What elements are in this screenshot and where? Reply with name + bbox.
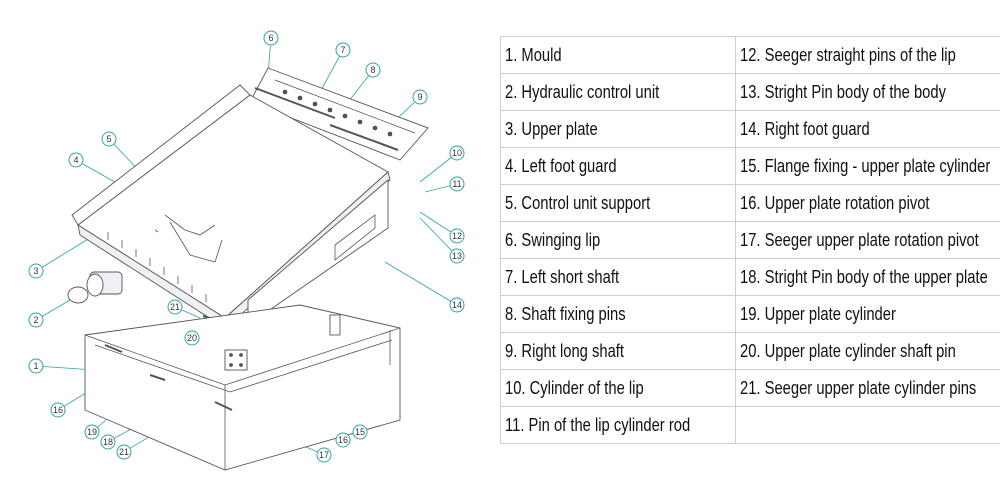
legend-row: 11. Pin of the lip cylinder rod [500,406,1000,444]
legend-row: 5. Control unit support 16. Upper plate … [500,184,1000,222]
svg-text:12: 12 [452,231,462,241]
legend-row: 8. Shaft fixing pins 19. Upper plate cyl… [500,295,1000,333]
callout-11: 11 [449,176,465,192]
callout-6: 6 [263,30,279,46]
svg-text:21: 21 [119,447,129,457]
legend-item: 12. Seeger straight pins of the lip [734,36,1000,74]
legend-row: 6. Swinging lip 17. Seeger upper plate r… [500,221,1000,259]
callout-16-right: 16 [335,432,351,448]
legend-row: 4. Left foot guard 15. Flange fixing - u… [500,147,1000,185]
callout-21-top: 21 [167,299,183,315]
svg-text:19: 19 [87,427,97,437]
callout-8: 8 [365,62,381,78]
legend-item: 10. Cylinder of the lip [500,369,736,407]
legend-item: 21. Seeger upper plate cylinder pins [734,369,1000,407]
legend-item: 2. Hydraulic control unit [500,73,736,111]
callout-13: 13 [449,248,465,264]
legend-item: 17. Seeger upper plate rotation pivot [734,221,1000,259]
legend-item: 8. Shaft fixing pins [500,295,736,333]
left-foot-guard [71,84,251,226]
callout-21-bottom: 21 [116,444,132,460]
legend-item: 15. Flange fixing - upper plate cylinder [734,147,1000,185]
callout-9: 9 [412,89,428,105]
legend-item: 6. Swinging lip [500,221,736,259]
svg-text:1: 1 [33,361,38,371]
callout-12: 12 [449,228,465,244]
svg-text:16: 16 [338,435,348,445]
svg-text:5: 5 [106,134,111,144]
legend-item: 3. Upper plate [500,110,736,148]
legend-item: 4. Left foot guard [500,147,736,185]
svg-text:8: 8 [370,65,375,75]
callout-16-left: 16 [50,402,66,418]
callout-19: 19 [84,424,100,440]
legend-row: 3. Upper plate 14. Right foot guard [500,110,1000,148]
callout-18: 18 [100,434,116,450]
swinging-lip [249,67,429,161]
svg-text:9: 9 [417,92,422,102]
svg-text:10: 10 [452,148,462,158]
svg-text:4: 4 [73,155,78,165]
exploded-view-diagram: 1 2 3 4 5 6 7 8 9 10 11 12 13 14 15 16 1… [28,30,465,471]
svg-text:16: 16 [53,405,63,415]
svg-text:18: 18 [103,437,113,447]
svg-text:6: 6 [268,33,273,43]
svg-text:3: 3 [33,266,38,276]
legend-item: 11. Pin of the lip cylinder rod [500,406,736,444]
callout-7: 7 [335,42,351,58]
legend-item: 14. Right foot guard [734,110,1000,148]
hydraulic-control-unit [67,271,123,304]
callout-15: 15 [352,424,368,440]
legend-item: 18. Stright Pin body of the upper plate [734,258,1000,296]
lip-shafts [254,87,399,151]
legend-row: 1. Mould 12. Seeger straight pins of the… [500,36,1000,74]
legend-row: 7. Left short shaft 18. Stright Pin body… [500,258,1000,296]
parts-legend-table: 1. Mould 12. Seeger straight pins of the… [500,36,1000,444]
legend-item: 5. Control unit support [500,184,736,222]
callout-14: 14 [449,297,465,313]
svg-text:15: 15 [355,427,365,437]
svg-text:21: 21 [170,302,180,312]
legend-row: 10. Cylinder of the lip 21. Seeger upper… [500,369,1000,407]
callout-5: 5 [101,131,117,147]
svg-text:7: 7 [340,45,345,55]
callout-4: 4 [68,152,84,168]
callout-1: 1 [28,358,44,374]
legend-item: 9. Right long shaft [500,332,736,370]
legend-item: 7. Left short shaft [500,258,736,296]
callout-2: 2 [28,312,44,328]
legend-item: 1. Mould [500,36,736,74]
legend-row: 9. Right long shaft 20. Upper plate cyli… [500,332,1000,370]
legend-row: 2. Hydraulic control unit 13. Stright Pi… [500,73,1000,111]
svg-text:2: 2 [33,315,38,325]
legend-item: 20. Upper plate cylinder shaft pin [734,332,1000,370]
svg-text:17: 17 [319,450,329,460]
svg-text:13: 13 [452,251,462,261]
svg-text:11: 11 [452,179,461,189]
callout-17: 17 [316,447,332,463]
legend-item: 19. Upper plate cylinder [734,295,1000,333]
callout-20: 20 [184,330,200,346]
legend-item: 16. Upper plate rotation pivot [734,184,1000,222]
legend-item: 13. Stright Pin body of the body [734,73,1000,111]
svg-text:14: 14 [452,300,462,310]
callout-3: 3 [28,263,44,279]
svg-text:20: 20 [187,333,197,343]
mould [84,304,401,471]
legend-item-empty [734,406,1000,444]
callout-10: 10 [449,145,465,161]
